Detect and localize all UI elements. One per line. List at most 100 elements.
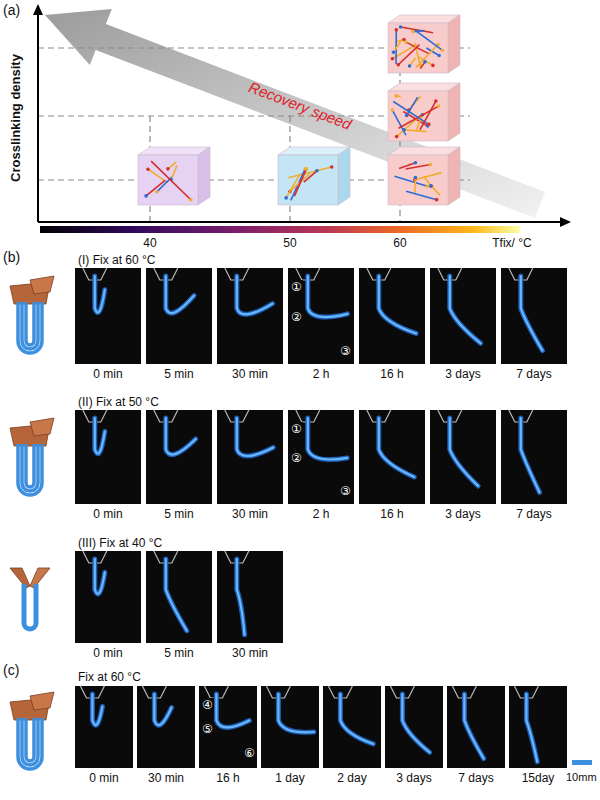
time-label: 5 min <box>164 646 193 660</box>
polymer-chain <box>146 180 165 196</box>
crosslink-dot <box>437 54 441 58</box>
photo-ground <box>217 410 283 504</box>
polymer-chain <box>407 97 418 115</box>
callout-number: ① <box>290 422 303 436</box>
network-cube <box>388 15 460 73</box>
crosslink-dot <box>395 135 399 139</box>
shape-memory-rod <box>278 694 313 732</box>
crosslink-dot <box>284 196 288 200</box>
cube-front <box>138 155 198 205</box>
polymer-chain <box>406 165 431 169</box>
shape-memory-rod <box>92 694 102 725</box>
shape-memory-rod <box>526 694 537 762</box>
shape-memory-rod <box>95 559 105 594</box>
rod-icon <box>18 444 42 495</box>
time-label: 3 days <box>396 771 431 785</box>
time-label: 30 min <box>232 646 268 660</box>
polymer-chain <box>415 30 443 50</box>
crosslink-dot <box>189 198 193 202</box>
photo-ground <box>75 686 133 768</box>
cube-top <box>388 83 460 91</box>
tick-label: 40 <box>143 236 156 250</box>
shape-memory-rod <box>379 276 416 333</box>
shape-memory-rod <box>464 694 483 759</box>
callout-number: ⑤ <box>201 722 214 736</box>
axis-arrowhead <box>560 217 571 227</box>
photo-ground <box>217 551 283 643</box>
rod-icon <box>24 584 36 629</box>
shape-memory-rod <box>379 276 416 333</box>
shape-memory-rod <box>450 276 481 343</box>
photo <box>75 551 141 643</box>
photo <box>430 268 496 364</box>
polymer-chain <box>392 110 406 135</box>
photo <box>217 268 283 364</box>
shape-memory-rod <box>402 694 429 752</box>
polymer-chain <box>404 130 426 132</box>
cube-front <box>388 23 448 73</box>
photo-ground <box>75 410 141 504</box>
crosslink-dot <box>429 163 433 167</box>
shape-memory-rod <box>237 276 273 314</box>
row-title: (II) Fix at 50 °C <box>78 395 159 409</box>
cube-side <box>338 147 350 205</box>
shape-memory-rod <box>237 418 273 456</box>
crosslink-dot <box>423 60 427 64</box>
shape-memory-rod <box>340 694 373 744</box>
photo <box>146 410 212 504</box>
shape-memory-rod <box>450 418 478 486</box>
crosslink-dot <box>408 64 412 68</box>
sample-icon <box>10 418 54 495</box>
rod-icon <box>22 444 38 491</box>
time-label: 5 min <box>164 507 193 521</box>
photo <box>430 410 496 504</box>
shape-memory-rod <box>237 559 245 635</box>
shape-memory-rod <box>521 418 540 492</box>
shape-memory-rod <box>95 418 105 454</box>
polymer-chain <box>415 173 442 180</box>
shape-memory-rod <box>450 418 478 486</box>
shape-memory-rod <box>166 559 187 631</box>
crosslink-dot <box>429 184 433 188</box>
shape-memory-rod <box>379 418 414 477</box>
crosslink-dot <box>404 40 408 44</box>
sample-icon <box>10 692 54 769</box>
callout-number: ⑥ <box>243 746 256 760</box>
time-label: 0 min <box>89 771 118 785</box>
photo <box>217 551 283 643</box>
photo-ground <box>385 686 443 768</box>
cube-side <box>448 83 460 141</box>
shape-memory-rod <box>216 694 249 727</box>
axes <box>38 12 562 222</box>
photo-ground <box>501 268 567 364</box>
photo <box>137 686 195 768</box>
row-title: Fix at 60 °C <box>78 670 141 684</box>
shape-memory-rod <box>278 694 313 732</box>
time-label: 30 min <box>232 507 268 521</box>
sample-icon <box>10 568 50 629</box>
shape-memory-rod <box>92 694 102 725</box>
shape-memory-rod <box>166 276 194 313</box>
photo <box>359 268 425 364</box>
photo <box>501 268 567 364</box>
crosslink-dot <box>394 94 398 98</box>
photo-ground <box>359 410 425 504</box>
trend-arrow <box>45 9 545 218</box>
polymer-chain <box>431 186 440 195</box>
time-label: 15day <box>522 771 555 785</box>
cube-top <box>388 15 460 23</box>
photo-ground <box>359 268 425 364</box>
color-bar <box>40 226 520 233</box>
rod-icon <box>26 718 34 761</box>
callout-number: ① <box>290 280 303 294</box>
time-label: 16 h <box>380 367 403 381</box>
shape-memory-rod <box>521 418 540 492</box>
cube-front <box>388 155 448 205</box>
tick-label: 50 <box>283 236 296 250</box>
cube-top <box>388 147 460 155</box>
time-label: 2 day <box>337 771 366 785</box>
crosslink-dot <box>399 25 403 29</box>
shape-memory-rod <box>237 418 273 456</box>
photo <box>217 410 283 504</box>
polymer-chain <box>157 176 173 192</box>
